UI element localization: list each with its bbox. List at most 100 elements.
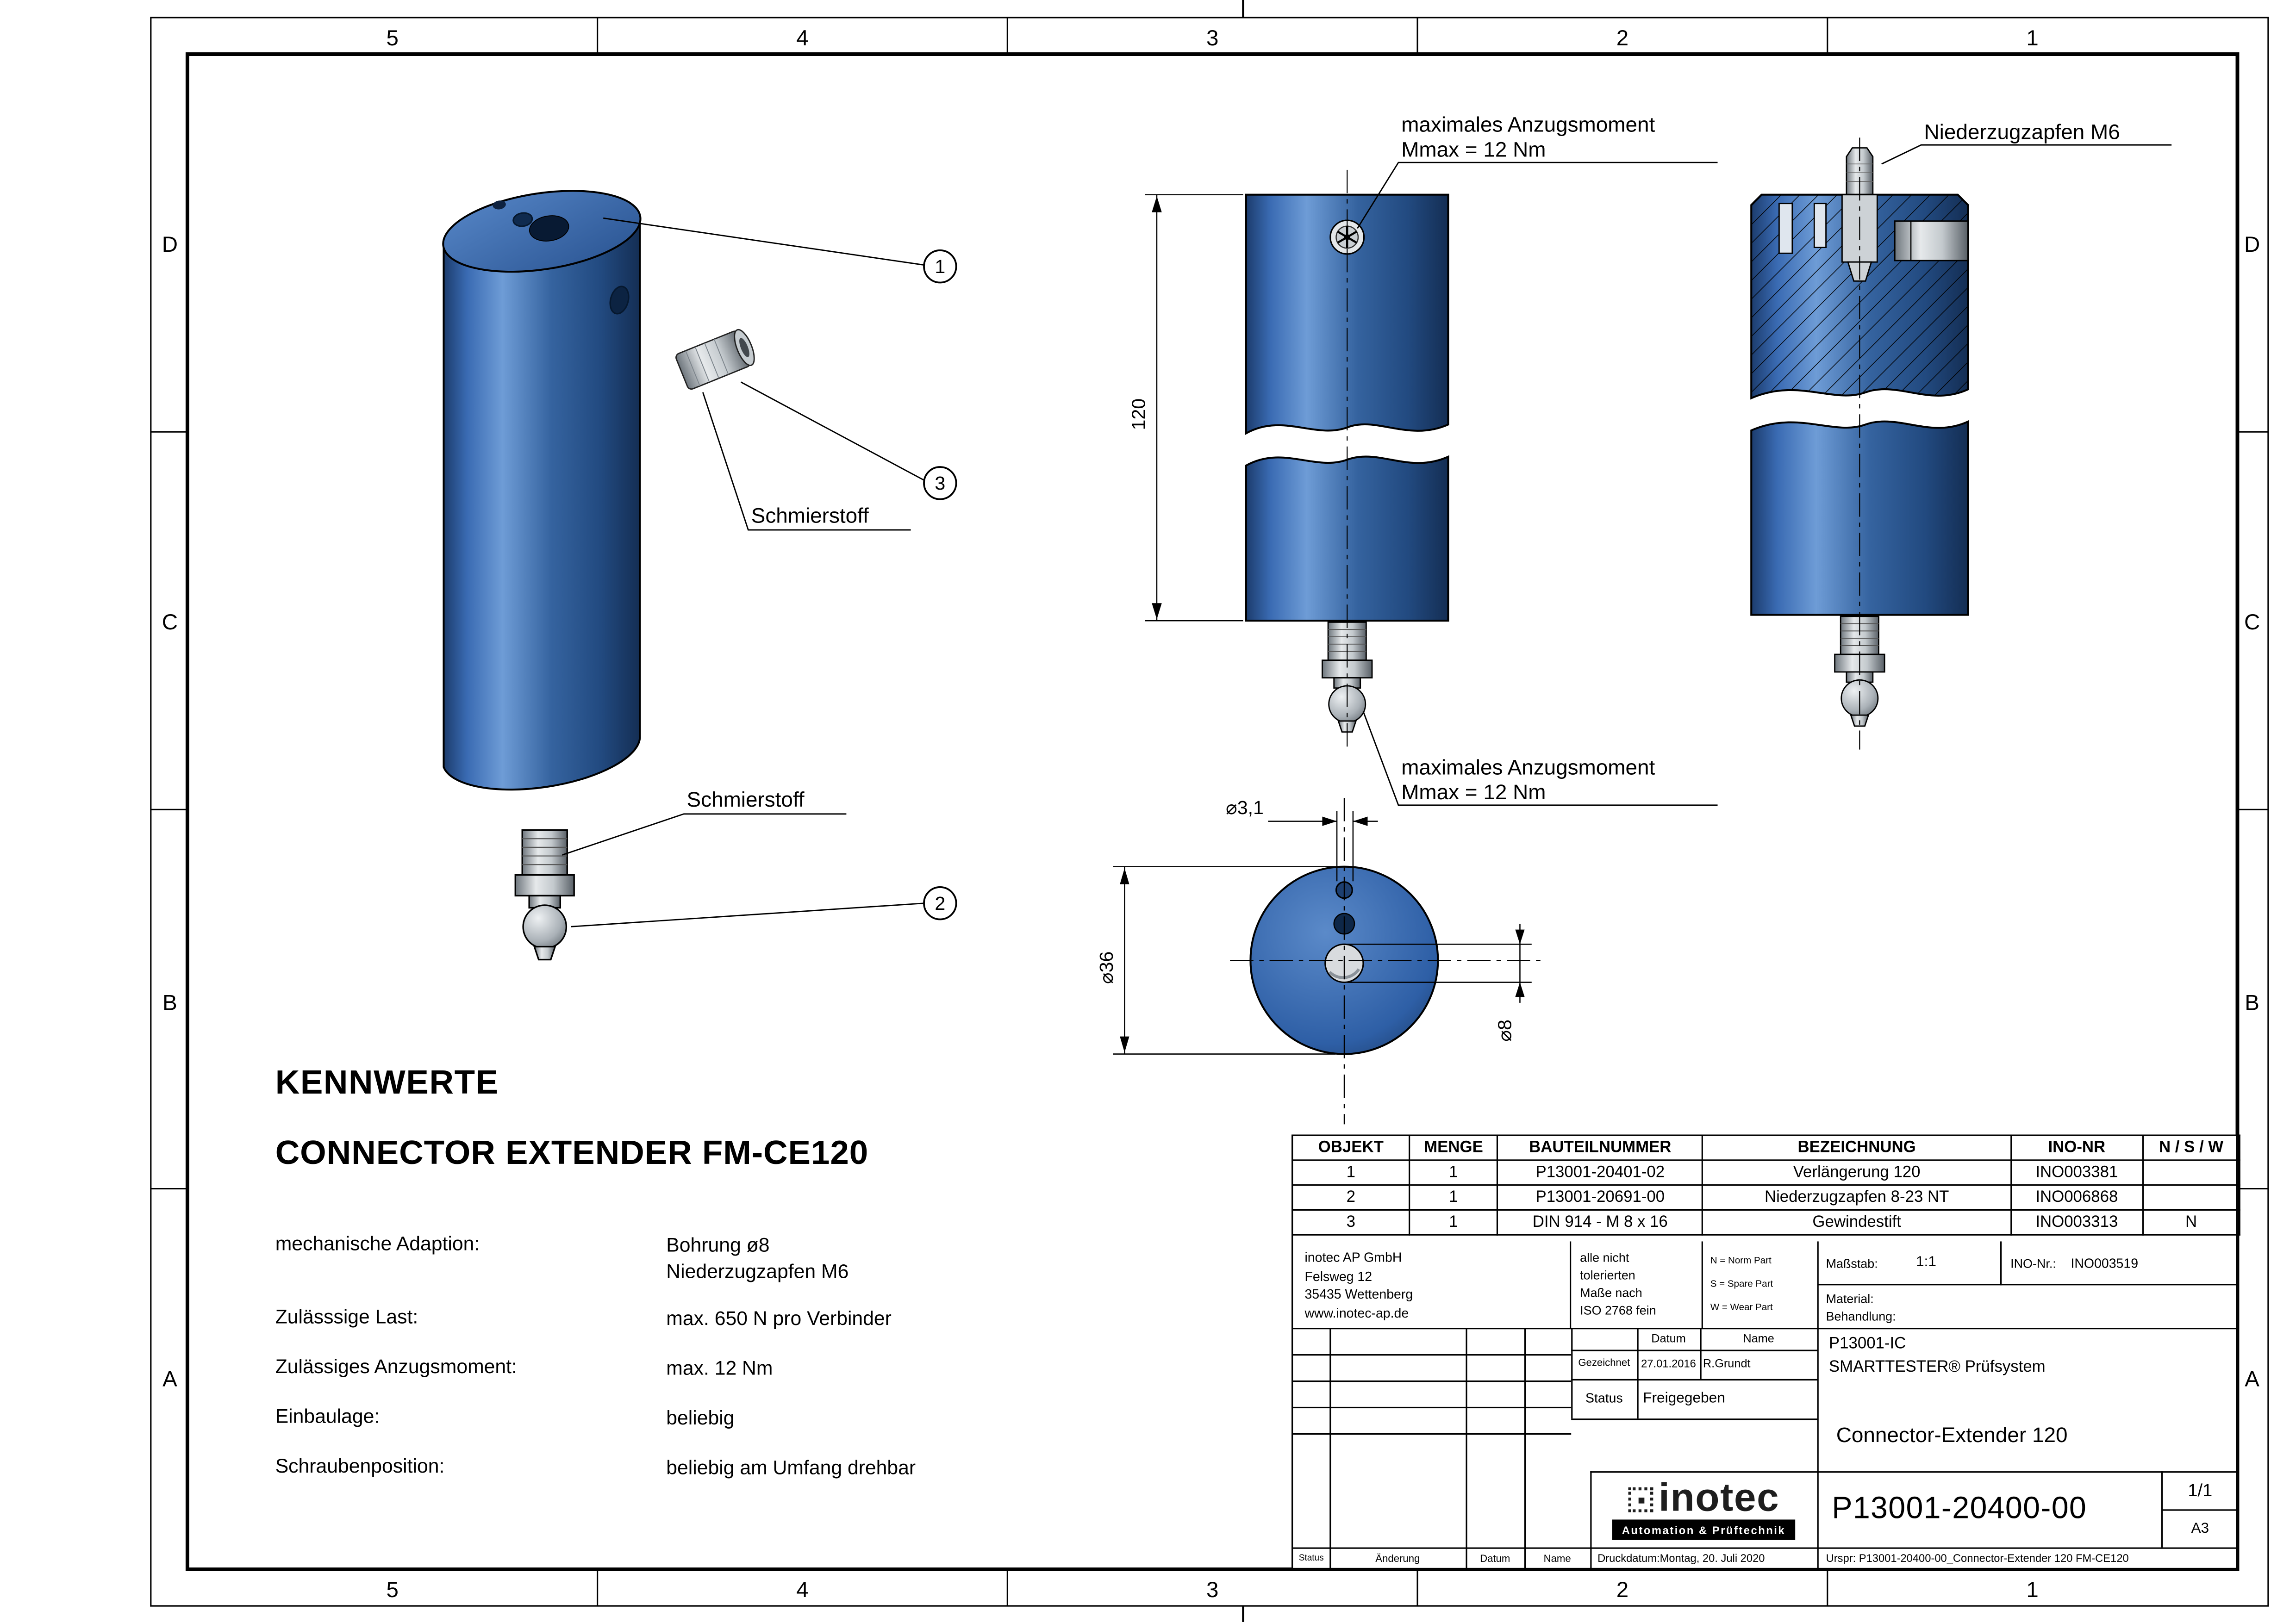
grid-col-label: 1	[2026, 1578, 2038, 1602]
inotec-logo-icon	[1628, 1487, 1653, 1512]
dim-dia-small-text: ⌀3,1	[1226, 797, 1264, 818]
spec-value: beliebig am Umfang drehbar	[666, 1456, 916, 1479]
schmierstoff-note-upper: Schmierstoff	[751, 503, 869, 527]
parts-cell: Niederzugzapfen 8-23 NT	[1702, 1184, 2012, 1211]
parts-table: OBJEKT MENGE BAUTEILNUMMER BEZEICHNUNG I…	[1292, 1134, 2240, 1236]
company-info: inotec AP GmbH Felsweg 12 35435 Wettenbe…	[1293, 1241, 1572, 1328]
balloon-1: 1	[923, 249, 957, 284]
legend-line: N = Norm Part	[1710, 1256, 1772, 1267]
parts-cell: 1	[1292, 1159, 1410, 1186]
material-label: Material:	[1826, 1291, 1874, 1306]
title-block: OBJEKT MENGE BAUTEILNUMMER BEZEICHNUNG I…	[1292, 1134, 2240, 1571]
grid-line	[1571, 1418, 1817, 1420]
spec-value: beliebig	[666, 1406, 735, 1429]
spec-label: Einbaulage:	[275, 1405, 380, 1428]
parts-cell: 1	[1409, 1209, 1498, 1236]
scale-field: Maßstab: 1:1	[1817, 1241, 2002, 1286]
dim-dia-small: ⌀3,1	[1226, 797, 1378, 882]
footer-status: Status	[1298, 1555, 1324, 1564]
grub-screw-part	[675, 329, 755, 390]
company-name: inotec AP GmbH	[1304, 1250, 1402, 1265]
material-field: Material: Behandlung:	[1817, 1285, 2239, 1328]
scale-value: 1:1	[1915, 1254, 1936, 1271]
niederzugzapfen-part	[514, 829, 575, 961]
ino-number-field: INO-Nr.: INO003519	[2002, 1241, 2239, 1286]
grid-line	[1293, 1354, 1572, 1356]
dim-length: 120	[1128, 194, 1243, 622]
company-city: 35435 Wettenberg	[1304, 1287, 1413, 1302]
grid-row-label: A	[162, 1367, 177, 1392]
sheet-number: 1/1	[2188, 1480, 2213, 1501]
drawing-number: P13001-20400-00	[1832, 1492, 2087, 1526]
grid-line	[1637, 1328, 1639, 1419]
grid-col-label: 2	[1616, 26, 1628, 50]
grid-line	[1329, 1328, 1331, 1571]
kennwerte-title: KENNWERTE	[275, 1063, 499, 1101]
drawn-name: R.Grundt	[1703, 1357, 1751, 1370]
spec-value-line: Niederzugzapfen M6	[666, 1260, 849, 1283]
grid-line	[1293, 1328, 2239, 1330]
company-web: www.inotec-ap.de	[1304, 1305, 1409, 1320]
status-label: Status	[1585, 1391, 1623, 1405]
footer-name: Name	[1543, 1554, 1571, 1564]
grid-row-label: D	[162, 232, 178, 257]
logo-word: inotec	[1659, 1475, 1780, 1520]
torque-note-top-line1: maximales Anzugsmoment	[1401, 112, 1655, 137]
parts-cell: DIN 914 - M 8 x 16	[1497, 1209, 1704, 1236]
parts-cell: 2	[1292, 1184, 1410, 1211]
balloon-3-number: 3	[935, 473, 945, 494]
bottom-view	[1230, 797, 1544, 1125]
grid-line	[2161, 1509, 2239, 1511]
grid-line	[1293, 1380, 1572, 1382]
tolerance-line: alle nicht	[1580, 1250, 1629, 1265]
spec-value-line: Bohrung ø8	[666, 1234, 770, 1256]
system-name: SMARTTESTER® Prüfsystem	[1828, 1358, 2046, 1376]
balloon-2-number: 2	[935, 893, 945, 914]
scale-label: Maßstab:	[1826, 1255, 1878, 1270]
parts-cell: N	[2142, 1209, 2240, 1236]
status-value: Freigegeben	[1643, 1391, 1725, 1407]
parts-cell: INO006868	[2010, 1184, 2144, 1211]
parts-cell: 3	[1292, 1209, 1410, 1236]
parts-header: OBJEKT	[1292, 1134, 1410, 1161]
spec-label: Zulässiges Anzugsmoment:	[275, 1356, 517, 1378]
grid-col-label: 5	[387, 1578, 399, 1602]
behandlung-label: Behandlung:	[1826, 1308, 1896, 1324]
grid-row-label: C	[162, 610, 178, 634]
parts-row: 2 1 P13001-20691-00 Niederzugzapfen 8-23…	[1292, 1184, 2240, 1211]
grid-row-label: A	[2245, 1367, 2259, 1392]
grid-line	[1817, 1241, 1819, 1571]
niederzugzapfen-label: Niederzugzapfen M6	[1924, 120, 2120, 144]
dim-dia-outer-text: ⌀36	[1096, 951, 1117, 984]
logo-row: inotec	[1628, 1475, 1780, 1520]
parts-header: MENGE	[1409, 1134, 1498, 1161]
grid-line	[1571, 1349, 1817, 1351]
grid-col-label: 2	[1616, 1578, 1628, 1602]
footer-druckdatum: Druckdatum:Montag, 20. Juli 2020	[1597, 1552, 1765, 1565]
torque-note-bottom-line2: Mmax = 12 Nm	[1401, 780, 1546, 804]
parts-header: N / S / W	[2142, 1134, 2240, 1161]
legend-line: S = Spare Part	[1710, 1279, 1773, 1290]
spec-label: Schraubenposition:	[275, 1455, 445, 1477]
paper-format: A3	[2191, 1520, 2209, 1536]
sheet-frame	[150, 0, 2269, 1622]
grid-line	[1700, 1328, 1702, 1379]
dim-dia-outer: ⌀36	[1096, 866, 1335, 1055]
grid-labels: 5 4 3 2 1 5 4 3 2 1 D C B A D C B A	[162, 26, 2260, 1602]
grid-line	[1590, 1471, 1592, 1571]
torque-note-bottom-line1: maximales Anzugsmoment	[1401, 755, 1655, 779]
part-title: Connector-Extender 120	[1836, 1424, 2068, 1448]
leader-lines	[562, 217, 924, 927]
parts-cell: 1	[1409, 1159, 1498, 1186]
balloon-2: 2	[923, 886, 957, 920]
parts-cell: INO003313	[2010, 1209, 2144, 1236]
grid-line	[1571, 1328, 1573, 1419]
front-view	[1245, 169, 1449, 750]
balloon-1-number: 1	[935, 256, 945, 277]
grid-line	[1466, 1328, 1467, 1571]
part-type-legend: N = Norm Part S = Spare Part W = Wear Pa…	[1703, 1241, 1817, 1328]
side-view	[1750, 137, 1969, 750]
